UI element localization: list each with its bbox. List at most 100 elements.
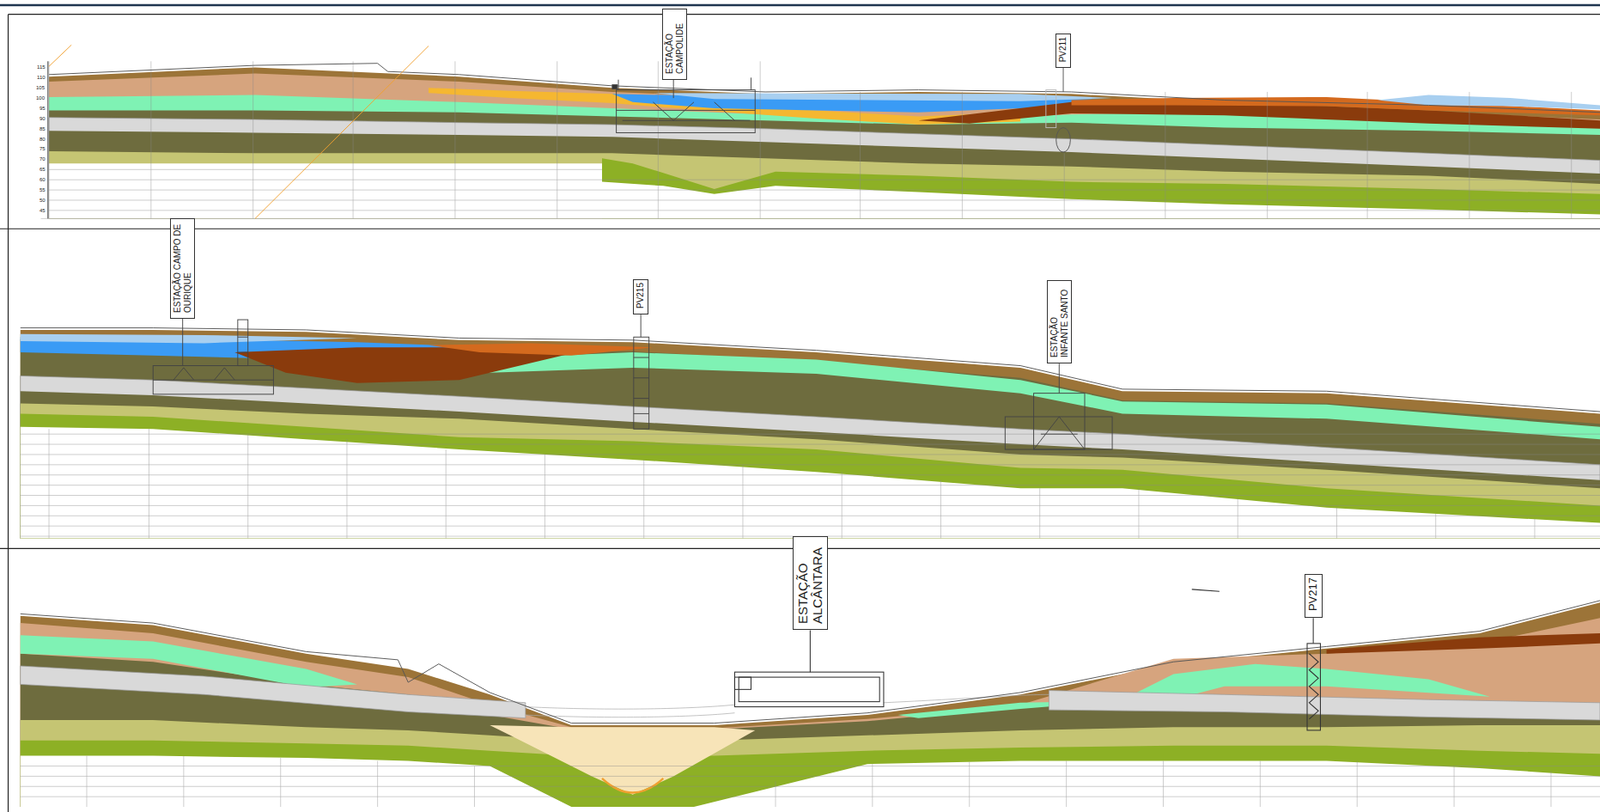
station-label: PV217: [1304, 573, 1323, 618]
station-name: PV217: [1307, 577, 1321, 611]
frame: [0, 4, 1600, 7]
elevation-tick: 100: [36, 95, 45, 101]
strata-panel-2: [20, 413, 1600, 538]
strata-panel-2: [173, 367, 235, 380]
station-label: ESTAÇÃO CAMPOLIDE: [662, 8, 688, 80]
strata-panel-1: [252, 60, 254, 219]
station-label: ESTAÇÃO ALCÂNTARA: [792, 535, 828, 630]
strata-panel-2: [20, 494, 1600, 496]
strata-panel-2: [20, 433, 1600, 435]
strata-panel-2: [48, 428, 50, 538]
elevation-tick: 70: [39, 156, 46, 162]
station-label: PV211: [1055, 33, 1071, 68]
strata-panel-1: [1063, 66, 1065, 92]
strata-panel-1: [48, 189, 1600, 191]
strata-panel-2: [940, 480, 942, 539]
strata-panel-3: [20, 796, 1600, 797]
strata-panel-1: [652, 92, 1113, 102]
elevation-tick: 115: [36, 64, 46, 70]
station-name: ESTAÇÃO CAMPOLIDE: [664, 12, 685, 74]
strata-panel-3: [1307, 643, 1321, 731]
strata-panel-2: [1004, 416, 1113, 450]
strata-panel-2: [20, 463, 1600, 465]
strata-panel-1: [41, 218, 1600, 220]
strata-panel-2: [148, 428, 150, 538]
strata-panel-2: [237, 319, 249, 366]
strata-panel-2: [20, 403, 1600, 539]
strata-panel-2: [640, 314, 642, 337]
elevation-tick: 85: [39, 126, 46, 132]
elevation-tick: 110: [36, 74, 46, 80]
strata-panel-2: [407, 352, 1600, 439]
strata-panel-3: [85, 755, 87, 807]
strata-panel-3: [1162, 760, 1164, 807]
strata-panel-1: [1046, 66, 1071, 153]
elevation-tick: 75: [39, 146, 46, 152]
strata-panel-1: [612, 77, 755, 133]
strata-panel-1: [1367, 91, 1369, 219]
strata-panel-2: [544, 454, 546, 538]
strata-panel-3: [738, 676, 880, 702]
strata-panel-3: [1356, 760, 1358, 807]
station-name: ESTAÇÃO ALCÂNTARA: [795, 539, 826, 624]
strata-panel-2: [643, 459, 645, 539]
strata-panel-2: [20, 334, 358, 344]
strata-panel-2: [152, 365, 274, 395]
strata-panel-1: [41, 60, 1600, 219]
strata-panel-1: [454, 60, 456, 219]
strata-panel-2: [742, 464, 743, 539]
strata-panel-1: [673, 79, 675, 98]
drawing-line: [0, 228, 1600, 230]
strata-panel-2: [152, 379, 274, 381]
strata-panel-2: [1137, 487, 1139, 538]
station-name: ESTAÇÃO INFANTE SANTO: [1049, 283, 1070, 358]
elevation-tick: 50: [39, 197, 46, 203]
strata-panel-1: [750, 77, 752, 90]
strata-panel-3: [1308, 653, 1319, 719]
strata-panel-1: [1064, 152, 1065, 219]
strata-panel-3: [1259, 760, 1261, 807]
elevation-tick: 90: [39, 115, 46, 122]
elevation-tick: 80: [39, 136, 46, 142]
strata-panel-3: [1313, 617, 1315, 644]
station-label: ESTAÇÃO CAMPO DE OURIQUE: [170, 218, 195, 319]
strata-panel-2: [237, 352, 249, 353]
strata-panel-2: [841, 471, 843, 538]
strata-panel-2: [20, 444, 1600, 445]
strata-panel-2: [182, 318, 183, 366]
elevation-tick: 60: [39, 176, 46, 183]
strata-panel-1: [859, 91, 861, 219]
strata-panel-2: [445, 449, 447, 538]
strata-panel-3: [279, 757, 281, 807]
strata-panel-1: [1570, 91, 1572, 219]
strata-panel-1: [48, 179, 1600, 181]
strata-panel-1: [47, 60, 49, 219]
strata-panel-3: [20, 602, 1600, 807]
strata-panel-2: [1034, 416, 1085, 450]
strata-panel-1: [1164, 91, 1166, 219]
elevation-tick: 105: [36, 85, 45, 91]
strata-panel-3: [489, 724, 755, 795]
elevation-tick: 55: [39, 187, 46, 193]
strata-panel-3: [377, 760, 378, 807]
station-label: ESTAÇÃO INFANTE SANTO: [1046, 279, 1072, 364]
strata-panel-2: [152, 314, 1113, 450]
strata-panel-2: [20, 428, 1600, 538]
strata-panel-2: [20, 453, 1600, 455]
strata-panel-2: [1237, 498, 1239, 538]
strata-panel-1: [1056, 127, 1071, 153]
strata-panel-2: [20, 328, 1600, 412]
strata-panel-3: [20, 719, 1600, 807]
strata-panel-2: [633, 413, 650, 414]
strata-panel-1: [1046, 90, 1057, 128]
strata-panel-1: [556, 60, 558, 219]
strata-panel-2: [346, 438, 347, 538]
strata-panel-2: [20, 314, 1600, 538]
strata-panel-2: [1533, 518, 1535, 539]
frame: [0, 4, 1600, 6]
strata-panel-1: [41, 44, 1600, 219]
strata-panel-3: [20, 755, 1600, 807]
strata-panel-1: [48, 209, 1600, 211]
strata-panel-1: [657, 60, 659, 219]
